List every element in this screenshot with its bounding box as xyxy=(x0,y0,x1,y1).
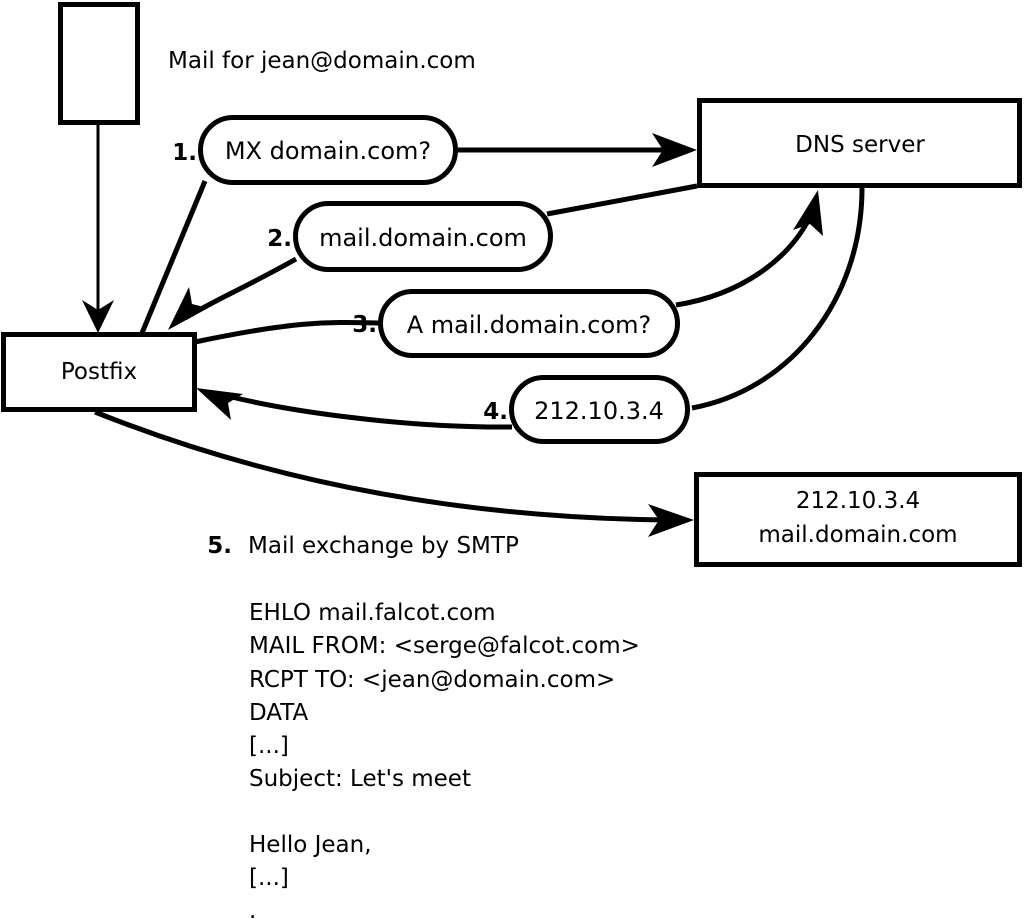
transcript-line: [...] xyxy=(249,865,289,891)
node-mail-server-hostname: mail.domain.com xyxy=(758,522,957,548)
transcript-line: DATA xyxy=(249,700,309,726)
step-3: 3. A mail.domain.com? xyxy=(352,289,680,358)
connector-dns-to-step4 xyxy=(691,187,865,411)
smtp-transcript: EHLO mail.falcot.com MAIL FROM: <serge@f… xyxy=(249,600,640,919)
connector-step2-to-postfix xyxy=(168,256,298,330)
step-1-label: MX domain.com? xyxy=(225,137,431,165)
connector-dns-to-step2 xyxy=(546,183,698,217)
step-3-label: A mail.domain.com? xyxy=(407,311,652,339)
transcript-line: MAIL FROM: <serge@falcot.com> xyxy=(249,633,640,659)
node-mail-server-ip: 212.10.3.4 xyxy=(796,488,920,514)
step-3-number: 3. xyxy=(352,312,377,338)
connector-step4-to-postfix xyxy=(196,388,513,430)
transcript-line: [...] xyxy=(249,733,289,759)
node-sender-box xyxy=(58,2,140,125)
step-4-number: 4. xyxy=(483,399,508,425)
node-dns-server-label: DNS server xyxy=(795,132,925,158)
step-2-number: 2. xyxy=(267,226,292,252)
transcript-line: RCPT TO: <jean@domain.com> xyxy=(249,667,615,693)
connector-step1-to-dns xyxy=(458,133,697,167)
connector-postfix-to-mailserver xyxy=(94,409,694,537)
step-5-label: Mail exchange by SMTP xyxy=(248,533,519,559)
transcript-line: Subject: Let's meet xyxy=(249,766,471,792)
transcript-line: EHLO mail.falcot.com xyxy=(249,600,496,626)
transcript-line: Hello Jean, xyxy=(249,832,372,858)
step-5-number: 5. xyxy=(207,533,232,559)
mail-for-note: Mail for jean@domain.com xyxy=(168,48,476,74)
connector-step3-to-dns xyxy=(675,190,823,308)
step-2: 2. mail.domain.com xyxy=(267,201,553,272)
connector-postfix-to-step1 xyxy=(139,180,208,334)
connector-postfix-to-step3 xyxy=(194,319,382,345)
step-1-number: 1. xyxy=(172,140,197,166)
transcript-line: . xyxy=(249,898,256,919)
node-dns-server: DNS server xyxy=(697,98,1022,188)
node-postfix: Postfix xyxy=(1,332,197,412)
step-4: 4. 212.10.3.4 xyxy=(483,375,690,444)
node-postfix-label: Postfix xyxy=(61,359,137,385)
step-2-label: mail.domain.com xyxy=(319,224,527,252)
connector-sender-to-postfix xyxy=(82,123,114,333)
node-mail-server: 212.10.3.4 mail.domain.com xyxy=(694,472,1022,567)
step-1: 1. MX domain.com? xyxy=(172,115,458,185)
step-4-label: 212.10.3.4 xyxy=(534,397,664,425)
